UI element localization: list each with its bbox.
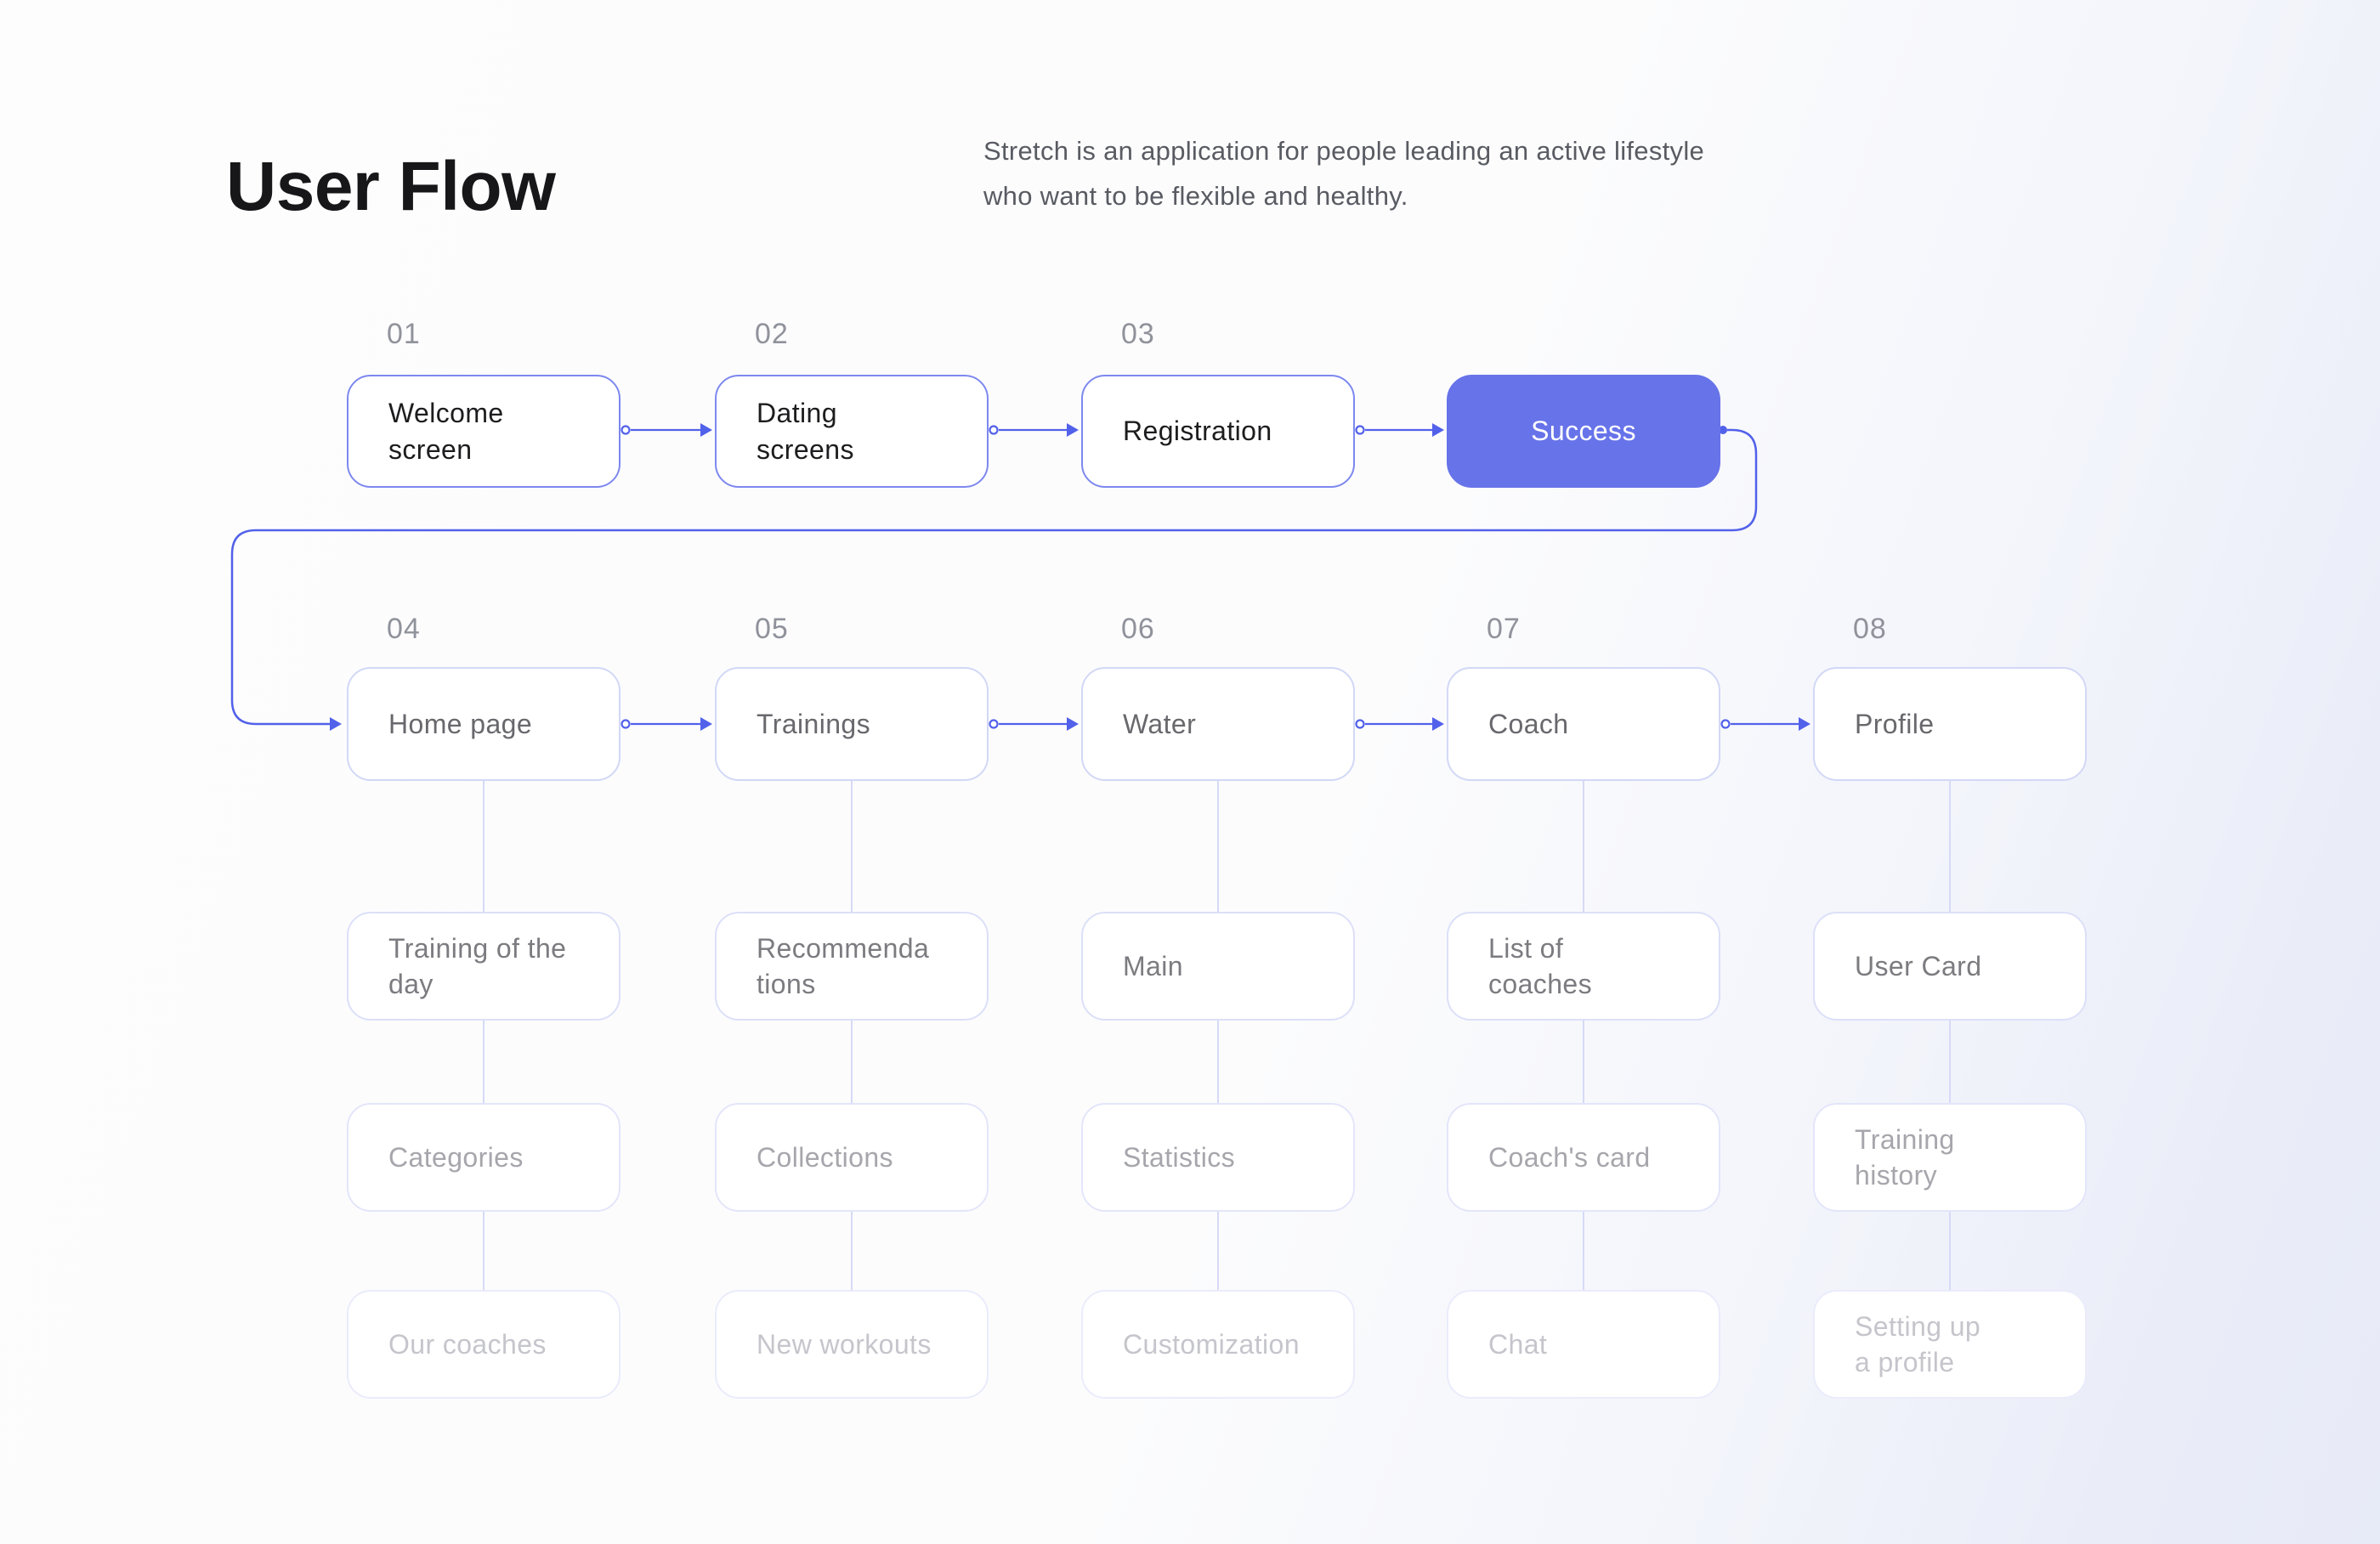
step-number-05: 05 [755, 613, 789, 645]
step-number-03: 03 [1121, 318, 1155, 350]
substep-box-statistics: Statistics [1081, 1103, 1355, 1212]
substep-label: Setting up a profile [1855, 1310, 1981, 1377]
step-box-water: Water [1081, 667, 1355, 781]
arrow-head-02 [700, 423, 712, 437]
arrow-start-dot [1355, 719, 1365, 729]
substep-label: Training of the day [388, 932, 567, 999]
substep-box-chat: Chat [1447, 1290, 1720, 1399]
substep-label: Chat [1488, 1328, 1548, 1360]
step-box-success: Success [1447, 375, 1720, 488]
step-box-home-page: Home page [347, 667, 620, 781]
success-exit-dot [1719, 426, 1727, 434]
arrow-head-08 [1799, 717, 1810, 731]
step-number-02: 02 [755, 318, 789, 350]
step-label: Dating screens [756, 398, 854, 465]
substep-box-main: Main [1081, 912, 1355, 1021]
success-return-line [230, 428, 1758, 726]
substep-label: New workouts [756, 1328, 932, 1360]
substep-label: Categories [388, 1141, 524, 1173]
step-label: Coach [1488, 708, 1569, 739]
substep-box-training-history: Training history [1813, 1103, 2087, 1212]
arrow-head-success [1432, 423, 1444, 437]
arrow-head-home-page [330, 717, 342, 731]
substep-label: Training history [1855, 1123, 1955, 1191]
step-box-welcome-screen: Welcome screen [347, 375, 620, 488]
arrow-start-dot [620, 425, 631, 435]
step-label: Profile [1855, 708, 1935, 739]
step-label: Home page [388, 708, 533, 739]
arrow-head-05 [700, 717, 712, 731]
substep-label: List of coaches [1488, 932, 1592, 999]
page-title: User Flow [226, 147, 556, 225]
arrow-start-dot [1720, 719, 1731, 729]
substep-label: Statistics [1123, 1141, 1236, 1173]
substep-label: Main [1123, 950, 1183, 981]
step-label: Welcome screen [388, 398, 504, 465]
substep-box-list-of-coaches: List of coaches [1447, 912, 1720, 1021]
substep-box-user-card: User Card [1813, 912, 2087, 1021]
substep-box-collections: Collections [715, 1103, 989, 1212]
step-number-06: 06 [1121, 613, 1155, 645]
substep-label: Customization [1123, 1328, 1300, 1360]
step-label: Trainings [756, 708, 871, 739]
substep-box-our-coaches: Our coaches [347, 1290, 620, 1399]
substep-label: Our coaches [388, 1328, 547, 1360]
arrow-head-07 [1432, 717, 1444, 731]
substep-box-categories: Categories [347, 1103, 620, 1212]
substep-box-coachs-card: Coach's card [1447, 1103, 1720, 1212]
step-label: Registration [1123, 416, 1272, 447]
step-box-dating-screens: Dating screens [715, 375, 989, 488]
arrow-head-03 [1067, 423, 1079, 437]
step-box-registration: Registration [1081, 375, 1355, 488]
step-box-profile: Profile [1813, 667, 2087, 781]
arrow-start-dot [620, 719, 631, 729]
arrow-start-dot [1355, 425, 1365, 435]
step-number-04: 04 [387, 613, 421, 645]
arrow-start-dot [989, 425, 999, 435]
step-label: Water [1123, 708, 1197, 739]
substep-box-training-of-the-day: Training of the day [347, 912, 620, 1021]
substep-box-new-workouts: New workouts [715, 1290, 989, 1399]
arrow-start-dot [989, 719, 999, 729]
arrow-head-06 [1067, 717, 1079, 731]
step-number-01: 01 [387, 318, 421, 350]
step-number-07: 07 [1487, 613, 1521, 645]
substep-label: User Card [1855, 950, 1982, 981]
step-box-coach: Coach [1447, 667, 1720, 781]
substep-label: Coach's card [1488, 1141, 1651, 1173]
substep-label: Recommenda tions [756, 932, 930, 999]
step-label: Success [1531, 416, 1636, 447]
substep-box-recommendations: Recommenda tions [715, 912, 989, 1021]
substep-box-customization: Customization [1081, 1290, 1355, 1399]
substep-label: Collections [756, 1141, 893, 1173]
page-subtitle: Stretch is an application for people lea… [983, 136, 1705, 211]
step-number-08: 08 [1853, 613, 1887, 645]
substep-box-setting-up-a-profile: Setting up a profile [1813, 1290, 2087, 1399]
step-box-trainings: Trainings [715, 667, 989, 781]
